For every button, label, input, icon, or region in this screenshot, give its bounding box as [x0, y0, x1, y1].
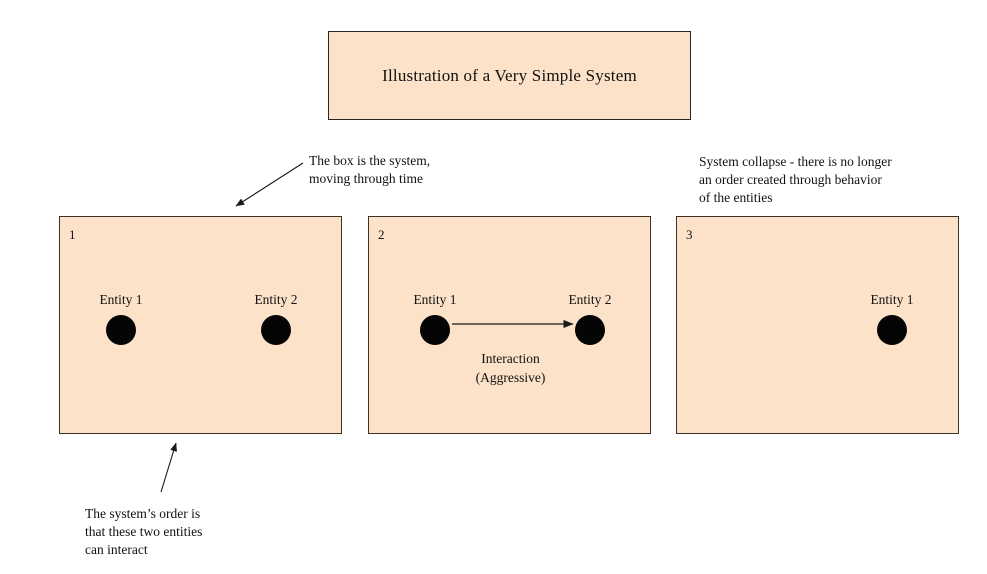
system-panel-1: 1 Entity 1 Entity 2 — [59, 216, 342, 434]
title-box: Illustration of a Very Simple System — [328, 31, 691, 120]
annotation-box-is-system: The box is the system, moving through ti… — [309, 153, 431, 186]
entity-dot-icon — [420, 314, 450, 345]
entity-panel2-entity1: Entity 1 — [390, 293, 480, 345]
interaction-label-line2: (Aggressive) — [475, 370, 546, 385]
entity-panel1-entity2: Entity 2 — [231, 293, 321, 345]
panel-number-2: 2 — [378, 227, 385, 242]
entity-label: Entity 2 — [254, 292, 298, 307]
annotation-system-order: The system’s order is that these two ent… — [85, 506, 203, 557]
page-title: Illustration of a Very Simple System — [382, 65, 637, 85]
entity-dot-icon — [877, 314, 907, 345]
entity-panel1-entity1: Entity 1 — [76, 293, 166, 345]
entity-label: Entity 1 — [99, 292, 143, 307]
entity-panel2-entity2: Entity 2 — [545, 293, 635, 345]
system-panel-2: 2 Entity 1 Entity 2 Interaction (Aggress… — [368, 216, 651, 434]
entity-dot-icon — [106, 314, 136, 345]
arrow-to-panel1-icon — [235, 162, 304, 207]
entity-dot-icon — [575, 314, 605, 345]
entity-label: Entity 2 — [568, 292, 612, 307]
annotation-system-collapse: System collapse - there is no longer an … — [699, 154, 892, 205]
entity-panel3-entity1: Entity 1 — [847, 293, 937, 345]
entity-label: Entity 1 — [870, 292, 914, 307]
system-panel-3: 3 Entity 1 — [676, 216, 959, 434]
entity-dot-icon — [261, 314, 291, 345]
panel-number-1: 1 — [69, 227, 76, 242]
interaction-label: Interaction (Aggressive) — [369, 349, 652, 387]
panel-number-3: 3 — [686, 227, 693, 242]
arrow-to-system-order-icon — [160, 442, 177, 493]
interaction-label-line1: Interaction — [481, 351, 540, 366]
entity-label: Entity 1 — [413, 292, 457, 307]
